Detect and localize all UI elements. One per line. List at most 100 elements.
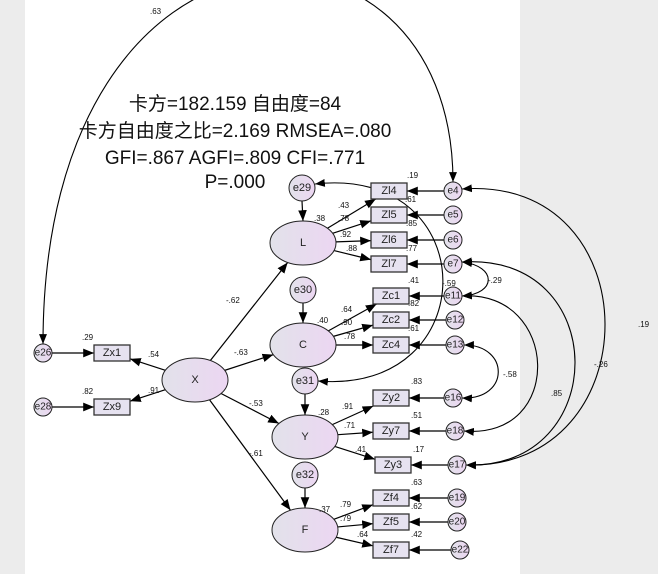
indicator-Zx1	[93, 344, 131, 362]
loading-Zy3: .41	[355, 445, 367, 454]
indicator-Zx9	[93, 398, 131, 416]
indicator-Zc4	[372, 336, 410, 354]
indicator-Zl4	[370, 182, 408, 200]
r2-L: .38	[314, 214, 326, 223]
indicator-Zl7	[370, 255, 408, 273]
error-e26	[33, 343, 53, 363]
latent-F	[271, 507, 339, 553]
path-X-C	[224, 353, 274, 371]
latent-label-L: L	[300, 237, 306, 249]
error-e13	[445, 335, 465, 355]
error-label-e11: e11	[445, 291, 461, 302]
indicator-label-Zf7: Zf7	[383, 544, 399, 556]
disturbance-e31	[291, 367, 319, 395]
loading-Zl5: .78	[338, 214, 350, 223]
r2-Y: .28	[318, 408, 330, 417]
disturbance-e30	[289, 276, 317, 304]
loading-path-Zy7	[337, 428, 374, 438]
loading-path-Zf7	[336, 536, 374, 548]
error-e4	[443, 181, 463, 201]
fit-statistics: 卡方=182.159 自由度=84 卡方自由度之比=2.169 RMSEA=.0…	[79, 93, 392, 193]
latent-label-Y: Y	[301, 431, 309, 443]
indicator-Zl6	[370, 231, 408, 249]
r2-Zl5: .61	[405, 195, 417, 204]
cov-coef-e13-e16: -.58	[503, 370, 517, 379]
error-label-e26: e26	[35, 348, 52, 359]
disturbance-label-e31: e31	[296, 375, 314, 387]
error-e16	[443, 388, 463, 408]
indicator-label-Zc2: Zc2	[382, 314, 400, 326]
cov-coef-e26-e4: .63	[150, 7, 162, 16]
r2-Zl7: .77	[406, 244, 418, 253]
error-label-e28: e28	[35, 402, 52, 413]
r2-Zf4: .63	[411, 478, 423, 487]
covariance-e11-e18	[461, 291, 539, 436]
indicator-label-Zl6: Zl6	[381, 234, 396, 246]
latent-Y	[271, 414, 339, 460]
loading-Zy2: .91	[342, 402, 354, 411]
r2-Zy2: .83	[411, 377, 423, 386]
covariance-e26-e4	[39, 0, 457, 345]
error-label-e17: e17	[449, 460, 466, 471]
coef-X-F: -.61	[249, 449, 263, 458]
loading-path-Zf5	[337, 520, 374, 529]
indicator-label-Zx9: Zx9	[103, 401, 121, 413]
loading-Zy7: .71	[344, 421, 356, 430]
latent-label-C: C	[299, 339, 307, 351]
r2-Zl4: .19	[407, 171, 419, 180]
error-e18	[445, 421, 465, 441]
disturbance-label-e30: e30	[294, 284, 312, 296]
r2-Zf5: .62	[411, 502, 423, 511]
r2-C: .40	[317, 316, 329, 325]
indicator-label-Zl4: Zl4	[381, 185, 396, 197]
indicator-label-Zf4: Zf4	[383, 492, 399, 504]
loading-Zx1: .54	[148, 350, 160, 359]
loading-path-Zx1	[129, 358, 166, 371]
error-e11	[443, 286, 463, 306]
error-e6	[443, 230, 463, 250]
indicator-Zc2	[372, 311, 410, 329]
latent-C	[269, 322, 337, 368]
error-e12	[445, 310, 465, 330]
indicator-Zy2	[372, 389, 410, 407]
r2-Zx9: .82	[82, 387, 94, 396]
error-e17	[447, 455, 467, 475]
loading-Zx9: .91	[148, 386, 160, 395]
indicator-label-Zy7: Zy7	[382, 425, 400, 437]
covariance-e13-e16	[461, 341, 499, 403]
indicator-label-Zf5: Zf5	[383, 516, 399, 528]
indicator-Zy7	[372, 422, 410, 440]
disturbance-e29	[288, 174, 316, 202]
indicator-label-Zl7: Zl7	[381, 258, 396, 270]
covariance-e7-e17	[461, 257, 576, 470]
latent-label-X: X	[191, 374, 199, 386]
cov-coef-e4-e17: .19	[638, 320, 650, 329]
cov-coef-e7-e17: -.26	[594, 360, 608, 369]
indicator-label-Zy2: Zy2	[382, 392, 400, 404]
r2-Zc4: .61	[408, 324, 420, 333]
disturbance-e32	[291, 461, 319, 489]
r2-Zc2: .82	[408, 299, 420, 308]
error-label-e12: e12	[447, 315, 464, 326]
coef-X-C: -.63	[234, 348, 248, 357]
latent-L	[269, 220, 337, 266]
indicator-Zc1	[372, 287, 410, 305]
loading-Zl6: .92	[340, 230, 352, 239]
error-label-e20: e20	[449, 517, 466, 528]
loading-Zc1: .64	[341, 305, 353, 314]
loading-Zf4: .79	[340, 500, 352, 509]
r2-Zl6: .85	[406, 219, 418, 228]
loading-path-Zf4	[333, 504, 374, 520]
error-label-e5: e5	[447, 210, 459, 221]
indicator-Zf5	[372, 513, 410, 531]
error-e22	[450, 540, 470, 560]
error-label-e7: e7	[447, 259, 459, 270]
indicator-Zf4	[372, 489, 410, 507]
disturbance-label-e32: e32	[296, 469, 314, 481]
loading-Zc2: .90	[341, 318, 353, 327]
indicator-Zf7	[372, 541, 410, 559]
indicator-Zl5	[370, 206, 408, 224]
error-e20	[447, 512, 467, 532]
indicator-label-Zl5: Zl5	[381, 209, 396, 221]
